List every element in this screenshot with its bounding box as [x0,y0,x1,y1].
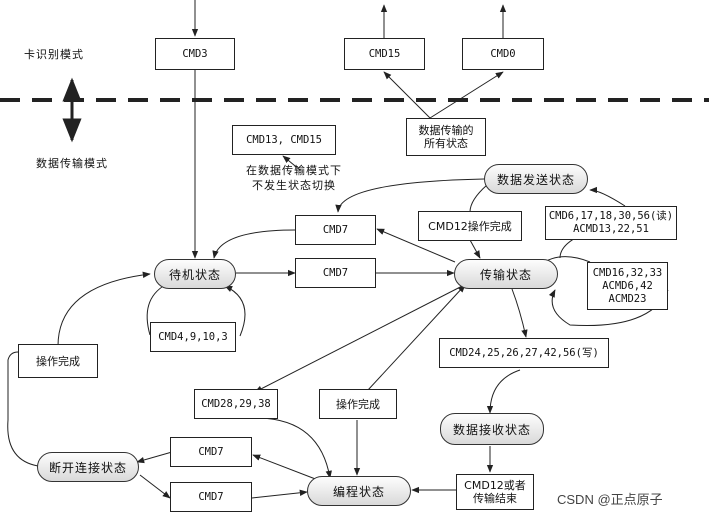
state-programming: 编程状态 [307,476,411,506]
cmd12-done-box: CMD12操作完成 [418,211,522,241]
cmd7-mid-box: CMD7 [295,258,376,288]
state-receiving-data: 数据接收状态 [440,413,544,445]
card-id-mode-label: 卡识别模式 [24,48,84,61]
cmd15-box: CMD15 [344,38,425,70]
cmd7-top-box: CMD7 [295,215,376,245]
cmd12-or-end-box: CMD12或者 传输结束 [456,474,534,510]
loop-cmds-box: CMD16,32,33 ACMD6,42 ACMD23 [587,262,668,310]
state-disconnect: 断开连接状态 [37,452,139,482]
watermark: CSDN @正点原子 [557,492,663,507]
cmd28-box: CMD28,29,38 [194,389,278,419]
read-cmds-box: CMD6,17,18,30,56(读) ACMD13,22,51 [545,206,677,240]
data-transfer-mode-label: 数据传输模式 [36,157,108,170]
cmd13-cmd15-box: CMD13, CMD15 [232,125,336,155]
op-done-mid-box: 操作完成 [319,389,397,419]
state-sending-data: 数据发送状态 [484,164,588,194]
state-transfer: 传输状态 [454,259,558,289]
state-standby: 待机状态 [154,259,236,289]
write-cmds-box: CMD24,25,26,27,42,56(写) [439,338,609,368]
no-switch-note: 在数据传输模式下 不发生状态切换 [246,164,342,192]
cmd7-bottom1-box: CMD7 [170,437,252,467]
cmd3-box: CMD3 [155,38,235,70]
cmd0-box: CMD0 [462,38,544,70]
all-states-box: 数据传输的 所有状态 [406,118,486,156]
cmd7-bottom2-box: CMD7 [170,482,252,512]
op-done-left-box: 操作完成 [18,344,98,378]
standby-loop-box: CMD4,9,10,3 [150,322,236,352]
